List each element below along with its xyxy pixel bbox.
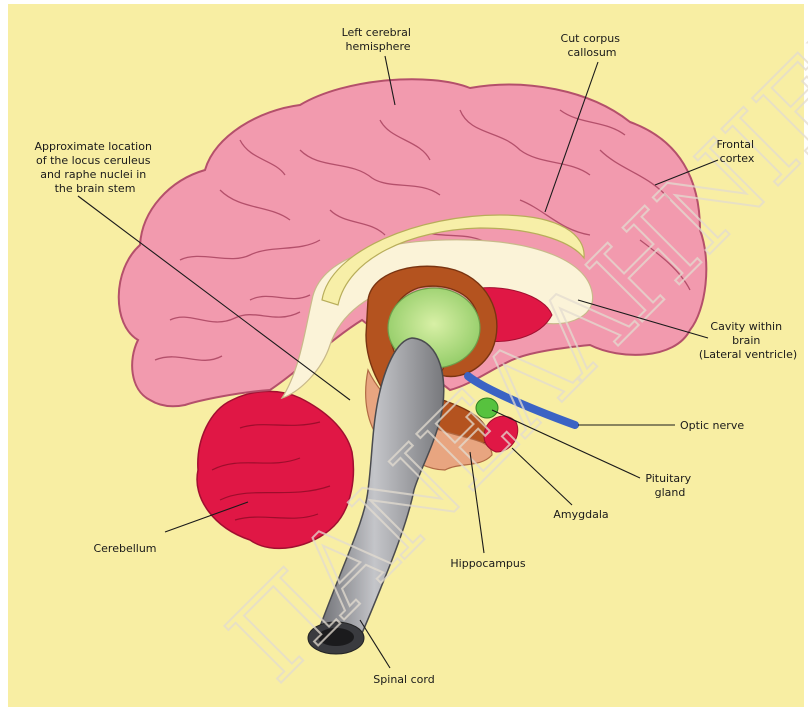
label-locus-ceruleus: Approximate location of the locus cerule… — [35, 140, 156, 195]
label-corpus-callosum: Cut corpus callosum — [561, 32, 624, 59]
label-left-hemisphere: Left cerebral hemisphere — [342, 26, 415, 53]
label-cerebellum: Cerebellum — [93, 542, 156, 555]
label-lateral-ventricle: Cavity within brain (Lateral ventricle) — [699, 320, 797, 361]
label-pituitary: Pituitary gland — [645, 472, 694, 499]
label-hippocampus: Hippocampus — [450, 557, 525, 570]
label-spinal-cord: Spinal cord — [373, 673, 434, 686]
leader-spinal-cord — [360, 620, 390, 668]
label-optic-nerve: Optic nerve — [680, 419, 744, 432]
label-amygdala: Amygdala — [553, 508, 608, 521]
label-frontal-cortex: Frontal cortex — [716, 138, 757, 165]
